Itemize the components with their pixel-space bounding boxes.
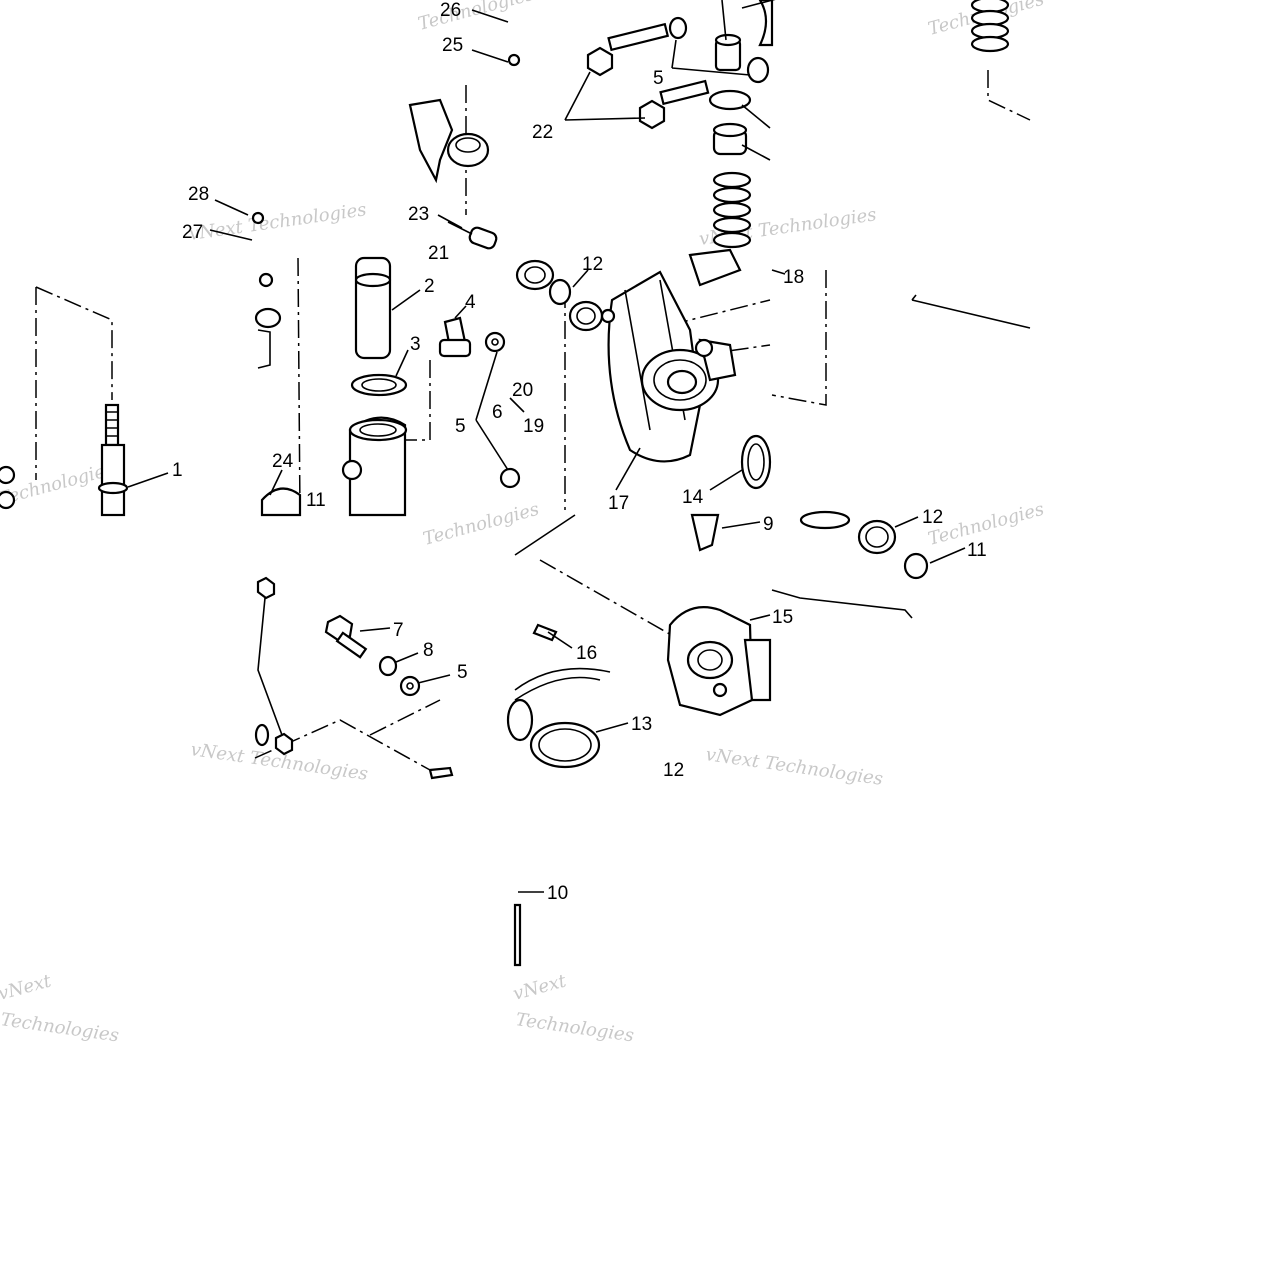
callout-2: 2 [424,276,435,297]
watermark: vNext [511,970,569,1004]
watermark: Technologies [421,499,542,550]
watermarks: Technologies Technologies vNext Technolo… [0,0,1046,1047]
spindle-shaft [0,403,129,517]
center-line [539,559,681,641]
shaft-collar [97,481,129,495]
watermark: Technologies [0,459,116,510]
callout-27: 27 [182,222,203,243]
center-line [400,360,431,441]
callout-11: 11 [306,490,326,511]
callout-6: 6 [492,402,503,423]
callout-9: 9 [763,514,774,535]
nut-left [0,465,16,485]
callout-14: 14 [682,487,704,508]
callout-22: 22 [532,122,553,143]
springs [712,0,1010,249]
center-line [771,270,827,406]
callout-26: 26 [440,0,461,21]
bolt-head [586,46,614,77]
shaft-body [100,443,126,517]
lower-fasteners [254,576,454,780]
bracket-lines [257,294,1031,619]
bolt-7-shank [335,631,368,659]
callout-15: 15 [772,607,793,628]
steering-knuckle [607,248,772,490]
bearing-12 [548,278,572,306]
callout-19: 19 [523,416,544,437]
seal-ring [568,300,604,332]
nut-11-right [903,552,929,580]
callout-16: 16 [576,643,597,664]
bushing-23 [468,226,498,250]
seal-14 [740,434,772,490]
center-line [35,286,113,400]
part-10 [513,903,522,967]
callout-23: 23 [408,204,429,225]
washer-5 [484,331,506,353]
spring-right [970,0,1010,53]
callout-7: 7 [393,620,404,641]
nut [274,732,294,756]
nut [256,576,276,600]
washer-5-lower [399,675,421,697]
watermark: vNext Technologies [704,744,884,790]
ring-13 [529,721,601,769]
callout-20: 20 [512,380,533,401]
bracket-24 [260,487,302,517]
callout-1: 1 [172,460,183,481]
watermark: vNext [0,970,54,1004]
upper-mount [251,53,521,250]
watermark: Technologies [514,1009,635,1046]
shaft-thread [104,403,120,447]
callout-10: 10 [547,883,568,904]
callout-11: 11 [967,540,987,561]
upper-bolts [586,0,774,156]
watermark: Technologies [0,1009,120,1046]
callout-5: 5 [653,68,664,89]
frame-bracket [408,98,454,184]
callout-12: 12 [663,760,684,781]
watermark: Technologies [416,0,537,35]
center-line [297,257,301,516]
spring-center [712,171,752,249]
strut-assembly [254,256,408,517]
callout-28: 28 [188,184,209,205]
tab-and-washers [438,316,521,489]
watermark: vNext Technologies [188,199,368,245]
flange-washer [708,89,752,111]
callout-13: 13 [631,714,652,735]
ring-washer [350,373,408,397]
sensor-16 [532,623,558,642]
callout-18: 18 [783,267,804,288]
callout-12: 12 [582,254,603,275]
washer [746,56,770,84]
callout-12: 12 [922,507,943,528]
bolt-shank [607,22,670,52]
washer-8 [378,655,398,677]
bearing-12-right [857,519,897,555]
callout-4: 4 [465,292,476,313]
callout-8: 8 [423,640,434,661]
callout-5: 5 [457,662,468,683]
nut-left-lower [0,490,16,510]
pin-9 [690,513,720,552]
callout-3: 3 [410,334,421,355]
center-line [987,70,1031,121]
center-line [369,699,441,736]
washer [668,16,688,40]
callouts: 1 2 3 4 5 5 5 6 7 8 9 10 11 11 12 12 12 … [172,0,987,904]
bearing-race [515,259,555,291]
callout-5: 5 [455,416,466,437]
callout-25: 25 [442,35,463,56]
sensor-wire [514,667,611,701]
callout-21: 21 [428,243,449,264]
leader-lines [127,0,966,893]
callout-17: 17 [608,493,629,514]
bolt-head [638,99,666,130]
bearings [515,259,929,580]
lower-hub [506,513,772,967]
center-line [609,299,771,341]
callout-24: 24 [272,451,294,472]
